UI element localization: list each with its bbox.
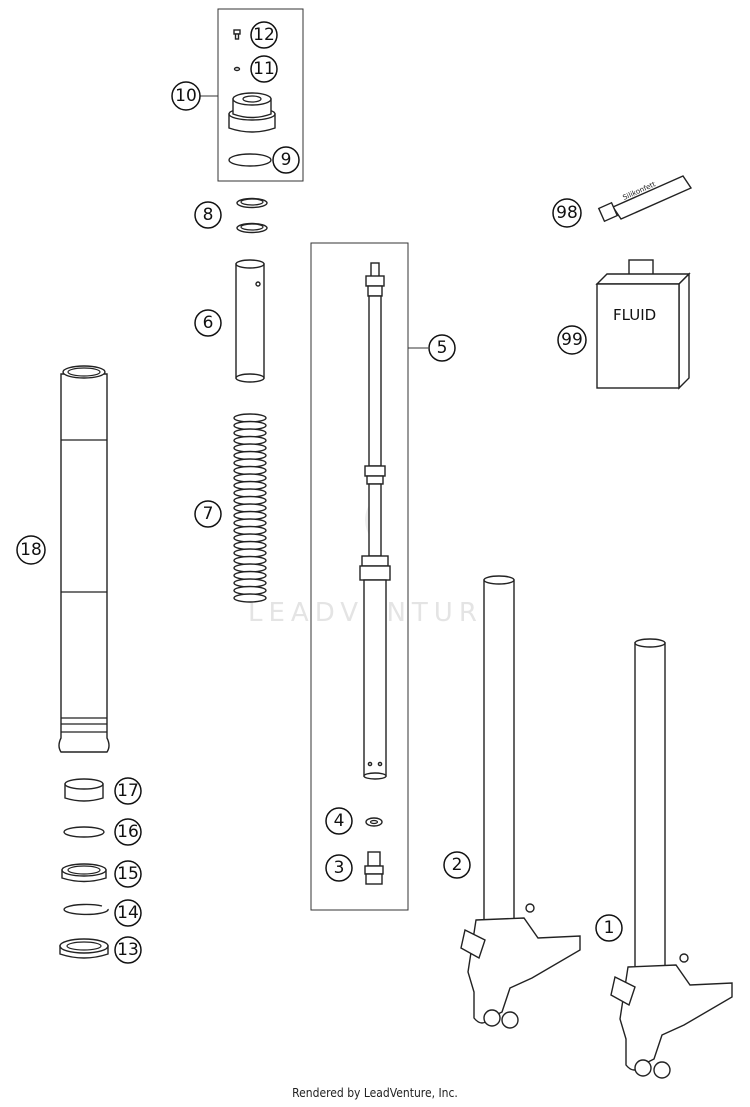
callout-label: 3 <box>334 858 345 878</box>
callout-label: 13 <box>117 940 139 960</box>
callout-label: 99 <box>561 330 583 350</box>
callout-label: 2 <box>452 855 463 875</box>
callout-14[interactable]: 14 <box>114 899 142 927</box>
callout-15[interactable]: 15 <box>114 860 142 888</box>
part-7-spring <box>233 413 267 603</box>
callout-label: 11 <box>253 59 275 79</box>
part-15-seal <box>61 863 107 883</box>
callout-16[interactable]: 16 <box>114 818 142 846</box>
callout-8[interactable]: 8 <box>194 201 222 229</box>
callout-1[interactable]: 1 <box>595 914 623 942</box>
callout-label: 10 <box>175 86 197 106</box>
cartridge-group-frame <box>217 8 304 182</box>
callout-10[interactable]: 10 <box>171 81 201 111</box>
part-3-bolt <box>364 851 384 885</box>
callout-label: 1 <box>604 918 615 938</box>
damper-group-frame <box>310 242 409 911</box>
part-12-screw <box>233 29 241 40</box>
part-17-bushing <box>64 778 104 802</box>
callout-6[interactable]: 6 <box>194 309 222 337</box>
part-2-fork-leg <box>460 575 581 1029</box>
callout-13[interactable]: 13 <box>114 936 142 964</box>
part-18-outer-tube <box>58 365 110 753</box>
part-8-rings <box>236 197 268 234</box>
part-9-o-ring <box>228 153 272 167</box>
part-98-grease-tube: Silikonfett <box>597 175 693 223</box>
callout-label: 14 <box>117 903 139 923</box>
callout-17[interactable]: 17 <box>114 777 142 805</box>
callout-label: 9 <box>281 150 292 170</box>
callout-7[interactable]: 7 <box>194 500 222 528</box>
fluid-label: FLUID <box>613 306 656 324</box>
callout-label: 18 <box>20 540 42 560</box>
leader-lines <box>200 95 428 349</box>
callout-label: 4 <box>334 811 345 831</box>
callout-label: 5 <box>437 338 448 358</box>
part-13-dust-wiper <box>59 938 109 959</box>
callout-98[interactable]: 98 <box>552 198 582 228</box>
part-11-washer <box>233 66 241 72</box>
part-4-washer <box>365 817 383 827</box>
part-16-ring <box>63 826 105 838</box>
callout-4[interactable]: 4 <box>325 807 353 835</box>
callout-3[interactable]: 3 <box>325 854 353 882</box>
part-6-spacer-tube <box>235 259 265 383</box>
callout-label: 16 <box>117 822 139 842</box>
part-99-fluid-bottle: FLUID <box>595 259 691 390</box>
callout-12[interactable]: 12 <box>250 21 278 49</box>
callout-99[interactable]: 99 <box>557 325 587 355</box>
callout-label: 7 <box>203 504 214 524</box>
footer-credit: Rendered by LeadVenture, Inc. <box>292 1086 458 1100</box>
callout-label: 12 <box>253 25 275 45</box>
callout-label: 8 <box>203 205 214 225</box>
callout-label: 6 <box>203 313 214 333</box>
callout-11[interactable]: 11 <box>250 55 278 83</box>
part-5-damper-cartridge <box>359 262 391 780</box>
callout-label: 17 <box>117 781 139 801</box>
callout-18[interactable]: 18 <box>16 535 46 565</box>
callout-5[interactable]: 5 <box>428 334 456 362</box>
callout-2[interactable]: 2 <box>443 851 471 879</box>
callout-9[interactable]: 9 <box>272 146 300 174</box>
spring-coil <box>233 593 267 603</box>
callout-label: 98 <box>556 203 578 223</box>
part-10-adjuster-cap <box>228 92 276 133</box>
part-1-fork-leg <box>610 638 733 1079</box>
callout-label: 15 <box>117 864 139 884</box>
part-14-snap-ring <box>63 903 109 916</box>
